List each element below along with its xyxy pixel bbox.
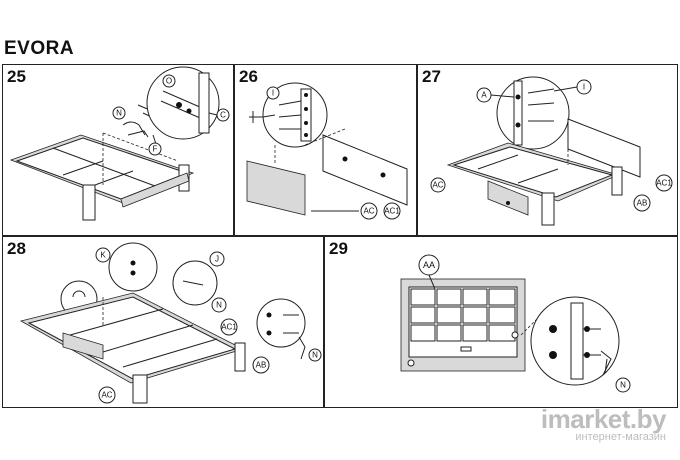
label-I	[266, 86, 280, 100]
step-27-panel: 27 A I AC AC1 AB	[417, 64, 678, 236]
label-text: N	[312, 351, 318, 360]
step-25-illustration: O C N F	[9, 66, 230, 221]
step-number: 26	[239, 67, 258, 86]
step-28-illustration: K J N AC1 AB AC N	[19, 242, 322, 404]
label-AB	[633, 194, 651, 212]
label-F	[148, 142, 162, 156]
label-text: AC1	[384, 207, 400, 216]
label-AC1	[383, 202, 401, 220]
label-N	[615, 377, 631, 393]
label-text: AB	[256, 361, 267, 370]
label-C	[216, 108, 230, 122]
label-text: N	[620, 381, 626, 390]
label-AB	[252, 356, 270, 374]
label-text: AC1	[221, 323, 237, 332]
label-N	[112, 106, 126, 120]
label-text: AC	[363, 207, 374, 216]
label-K	[95, 247, 111, 263]
label-text: O	[166, 77, 172, 86]
label-text: C	[220, 111, 226, 120]
label-AC1	[220, 318, 238, 336]
label-text: A	[481, 91, 487, 100]
label-text: I	[272, 89, 274, 98]
watermark-subtitle: интернет-магазин	[575, 431, 666, 443]
label-text: AC1	[656, 179, 672, 188]
label-AC1	[655, 174, 673, 192]
label-text: AC	[432, 181, 443, 190]
label-text: AA	[423, 260, 435, 270]
step-number: 27	[422, 67, 441, 86]
label-text: AB	[637, 199, 648, 208]
watermark-brand: imarket.by	[540, 404, 667, 434]
label-text: N	[216, 301, 222, 310]
label-N	[211, 297, 227, 313]
tufted-grid	[410, 288, 516, 342]
label-text: K	[100, 251, 106, 260]
label-text: I	[583, 83, 585, 92]
label-O	[162, 74, 176, 88]
label-N	[308, 348, 322, 362]
label-text: J	[215, 255, 219, 264]
step-25-panel: 25 O C N F	[2, 64, 234, 236]
step-number: 29	[329, 239, 348, 258]
step-26-illustration: I AC AC1	[246, 82, 408, 220]
step-29-panel: 29 AA	[324, 236, 678, 408]
label-AC	[360, 202, 378, 220]
step-number: 25	[7, 67, 26, 86]
label-AC	[98, 386, 116, 404]
step-29-illustration: AA N	[400, 254, 631, 393]
watermark: imarket.by интернет-магазин	[540, 404, 667, 443]
step-26-panel: 26 I AC AC1	[234, 64, 417, 236]
label-J	[209, 251, 225, 267]
label-text: AC	[101, 391, 112, 400]
label-text: F	[153, 145, 158, 154]
step-28-panel: 28 K J N AC1 AB AC	[2, 236, 324, 408]
label-text: N	[116, 109, 122, 118]
step-number: 28	[7, 239, 26, 258]
step-27-illustration: A I AC AC1 AB	[430, 76, 673, 226]
document-title: EVORA	[4, 38, 75, 59]
label-AC	[430, 177, 446, 193]
